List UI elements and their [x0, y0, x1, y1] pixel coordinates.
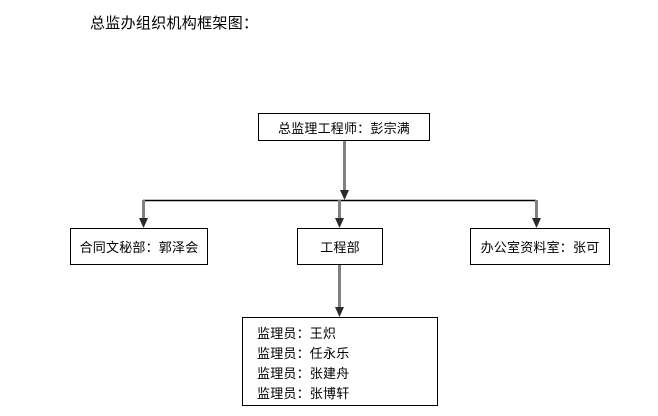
- node-contract-secretary-dept-label: 合同文秘部：郭泽会: [79, 241, 199, 256]
- list-item: 监理员：任永乐: [257, 347, 350, 362]
- arrowhead-supervisors-down: [335, 307, 344, 317]
- node-office-archive-room-label: 办公室资料室：张可: [480, 241, 600, 256]
- node-engineering-dept-label: 工程部: [320, 241, 360, 256]
- list-item: 监理员：张建舟: [257, 367, 350, 382]
- node-contract-secretary-dept[interactable]: 合同文秘部：郭泽会: [70, 228, 208, 265]
- arrowhead-engineering-down: [335, 218, 344, 228]
- node-engineering-dept[interactable]: 工程部: [297, 228, 383, 265]
- list-item: 监理员：王炽: [257, 327, 337, 342]
- list-item: 监理员：张博轩: [257, 387, 350, 402]
- arrowhead-office-down: [532, 218, 541, 228]
- page-title: 总监办组织机构框架图：: [90, 14, 259, 32]
- node-chief-supervising-engineer-label: 总监理工程师：彭宗满: [277, 121, 410, 137]
- node-chief-supervising-engineer[interactable]: 总监理工程师：彭宗满: [258, 113, 430, 141]
- arrowhead-director-down: [340, 190, 349, 200]
- node-supervisor-list[interactable]: 监理员：王炽 监理员：任永乐 监理员：张建舟 监理员：张博轩: [242, 317, 438, 406]
- arrowhead-contract-down: [139, 218, 148, 228]
- node-office-archive-room[interactable]: 办公室资料室：张可: [470, 228, 610, 265]
